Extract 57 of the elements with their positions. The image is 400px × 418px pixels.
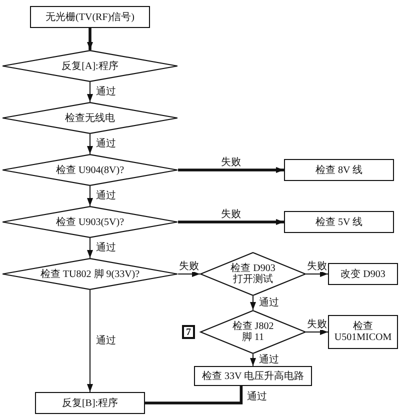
process-box: [284, 159, 394, 181]
arrow: [306, 329, 328, 335]
process-box: [30, 6, 150, 28]
decision-text: 反复[A]:程序: [62, 60, 118, 72]
arrow: [250, 354, 256, 366]
arrow: [87, 82, 93, 102]
edge-label: 通过: [95, 138, 117, 150]
arrow: [178, 219, 284, 225]
edge-label: 通过: [258, 354, 280, 366]
process-box: [328, 315, 398, 349]
decision-text: 检查 TU802 脚 9(33V)?: [40, 268, 140, 280]
process-box: [284, 211, 394, 233]
process-box: [328, 263, 398, 285]
edge-label: 失败: [178, 261, 200, 272]
decision-diamond: [200, 252, 306, 296]
process-box: [35, 392, 145, 414]
step-text: 反复[B]:程序: [62, 398, 118, 408]
edge-label: 通过: [95, 336, 117, 346]
decision-text: 检查 U904(8V)?: [56, 164, 124, 176]
arrow: [87, 238, 93, 258]
arrow: [306, 271, 328, 277]
callout-number: 7: [186, 326, 191, 338]
process-box: [194, 366, 312, 386]
arrow: [87, 186, 93, 206]
arrow: [250, 296, 256, 310]
arrow: [87, 134, 93, 154]
edge-label: 通过: [246, 391, 268, 402]
decision-text: 检查无线电: [65, 112, 115, 124]
decision-diamond: [2, 102, 178, 134]
arrow: [87, 290, 93, 392]
decision-diamond: [2, 50, 178, 82]
arrow: [87, 28, 93, 50]
edge-label: 通过: [95, 190, 117, 202]
step-text: 检查 33V 电压升高电路: [202, 370, 304, 382]
decision-text: 检查 D903 打开测试: [230, 263, 276, 285]
edge-label: 失败: [220, 157, 242, 168]
edge-label: 通过: [95, 86, 117, 98]
edge-label: 失败: [220, 209, 242, 220]
arrow: [178, 271, 200, 277]
edge-label: 失败: [306, 319, 328, 330]
decision-diamond: [2, 258, 178, 290]
arrow: [178, 167, 284, 173]
decision-text: 检查 J802 脚 11: [231, 321, 275, 343]
edge-label: 通过: [95, 242, 117, 254]
decision-text: 检查 U903(5V)?: [56, 216, 124, 228]
edge-label: 失败: [306, 261, 328, 272]
step-text: 检查 8V 线: [315, 164, 363, 176]
connector-line: [145, 386, 243, 404]
decision-diamond: [2, 206, 178, 238]
step-text: 检查 5V 线: [315, 216, 363, 228]
step-text: 无光栅(TV(RF)信号): [46, 12, 134, 22]
edge-label: 通过: [258, 298, 280, 308]
step-text: 改变 D903: [340, 268, 386, 280]
decision-diamond: [2, 154, 178, 186]
step-text: 检查 U501MICOM: [333, 321, 393, 343]
callout-box: [182, 325, 195, 339]
decision-diamond: [200, 310, 306, 354]
